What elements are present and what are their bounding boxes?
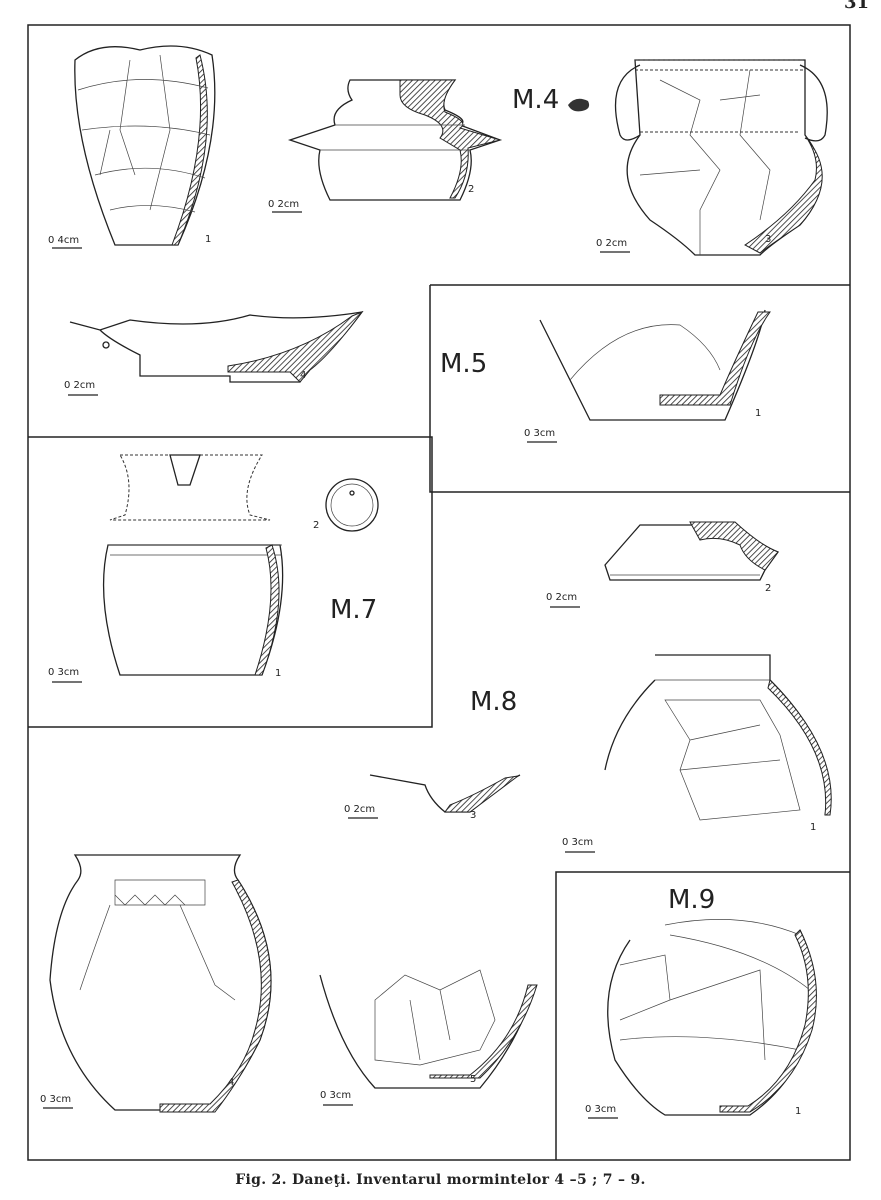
vessel-m4-2 xyxy=(287,79,502,201)
item-number: 1 xyxy=(795,1106,801,1117)
svg-text:0 2cm: 0 2cm xyxy=(344,804,375,815)
scale-bar: 0 3cm xyxy=(48,667,82,683)
group-label-m4: M.4 xyxy=(512,85,559,115)
vessel-m5-1 xyxy=(539,309,771,421)
item-number: 2 xyxy=(313,520,319,531)
item-number: 4 xyxy=(228,1077,234,1088)
scale-bar: 0 3cm xyxy=(320,1090,353,1106)
item-number: 1 xyxy=(810,822,816,833)
group-label-m5: M.5 xyxy=(440,349,487,379)
page-number: 31 xyxy=(843,0,869,13)
svg-text:0 2cm: 0 2cm xyxy=(596,238,627,249)
scale-bar: 0 3cm xyxy=(585,1104,618,1119)
scale-bar: 0 2cm xyxy=(546,592,580,608)
frame-m5 xyxy=(429,284,850,493)
vessel-m4-4 xyxy=(69,310,364,383)
vessel-m4-1 xyxy=(74,45,216,246)
scale-bar: 0 3cm xyxy=(524,428,557,443)
scale-bar: 0 4cm xyxy=(48,235,82,249)
svg-text:0 2cm: 0 2cm xyxy=(546,592,577,603)
item-number: 3 xyxy=(765,234,771,245)
outer-frame xyxy=(27,24,851,1161)
scale-bar: 0 3cm xyxy=(562,837,595,853)
item-number: 1 xyxy=(755,408,761,419)
svg-text:0 3cm: 0 3cm xyxy=(562,837,593,848)
svg-text:0 3cm: 0 3cm xyxy=(524,428,555,439)
item-number: 2 xyxy=(468,184,474,195)
scale-bar: 0 2cm xyxy=(268,199,302,213)
group-label-m7: M.7 xyxy=(330,595,377,625)
item-number: 5 xyxy=(470,1074,476,1085)
figure-caption: Fig. 2. Daneţi. Inventarul mormintelor 4… xyxy=(235,1172,646,1188)
vessel-m7-1 xyxy=(102,454,284,676)
vessel-m8-5 xyxy=(319,969,538,1089)
fragment-icon xyxy=(568,98,590,112)
svg-text:0 2cm: 0 2cm xyxy=(268,199,299,210)
scale-bar: 0 2cm xyxy=(64,380,98,396)
scale-bar: 0 2cm xyxy=(596,238,630,253)
vessel-m4-3 xyxy=(614,59,828,256)
item-number: 2 xyxy=(765,583,771,594)
pottery-figure: 0 4cm 1 0 2cm 2 M.4 0 2cm 3 0 2cm 4 M.5 … xyxy=(27,24,851,1161)
item-number: 3 xyxy=(470,810,476,821)
svg-text:0 2cm: 0 2cm xyxy=(64,380,95,391)
group-label-m8: M.8 xyxy=(470,687,517,717)
vessel-m8-2 xyxy=(604,521,780,581)
scale-bar: 0 3cm xyxy=(40,1094,73,1109)
svg-text:0 3cm: 0 3cm xyxy=(48,667,79,678)
vessel-m9-1 xyxy=(607,919,817,1116)
svg-text:0 3cm: 0 3cm xyxy=(40,1094,71,1105)
item-number: 1 xyxy=(205,234,211,245)
vessel-m8-3 xyxy=(369,774,521,813)
group-label-m9: M.9 xyxy=(668,885,715,915)
vessel-m7-2 xyxy=(325,478,379,532)
scale-bar: 0 2cm xyxy=(344,804,378,819)
svg-text:0 3cm: 0 3cm xyxy=(320,1090,351,1101)
item-number: 4 xyxy=(300,370,306,381)
frame-m7 xyxy=(28,436,433,728)
vessel-m8-1 xyxy=(604,654,832,821)
vessel-m8-4 xyxy=(49,854,272,1113)
svg-text:0 4cm: 0 4cm xyxy=(48,235,79,246)
item-number: 1 xyxy=(275,668,281,679)
svg-text:0 3cm: 0 3cm xyxy=(585,1104,616,1115)
frame-m9 xyxy=(555,871,850,1160)
